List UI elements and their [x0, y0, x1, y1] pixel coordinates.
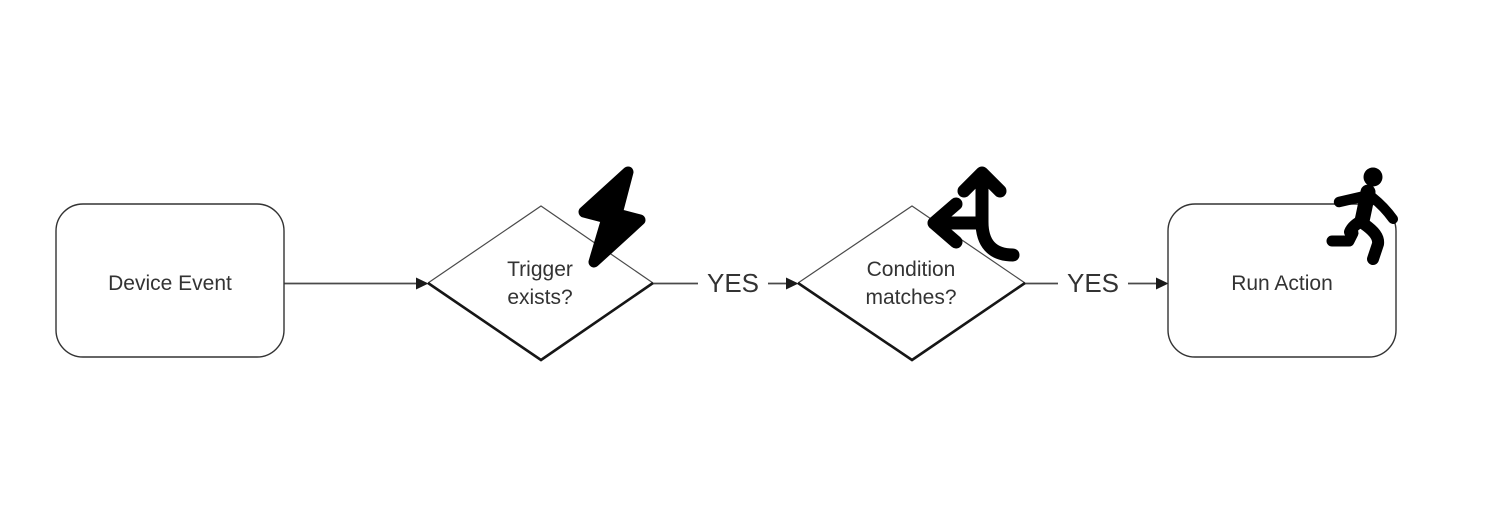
arrowhead-icon — [786, 277, 799, 290]
node-run-action-label: Run Action — [1231, 272, 1333, 295]
arrowhead-icon — [1156, 277, 1169, 290]
node-device-event-label: Device Event — [108, 272, 232, 295]
edge-label-yes-2: YES — [1057, 268, 1129, 298]
running-person-icon — [1326, 167, 1398, 265]
arrowhead-icon — [416, 277, 429, 290]
node-condition-matches-label: Condition matches? — [865, 258, 957, 309]
edge-device-event-to-trigger — [284, 277, 429, 290]
node-trigger-exists-label: Trigger exists? — [507, 258, 573, 309]
lightning-bolt-icon — [578, 166, 646, 268]
node-condition-matches-shape — [797, 205, 1026, 362]
node-device-event-shape — [55, 203, 285, 358]
split-arrows-icon — [927, 166, 1020, 262]
edge-label-yes-1: YES — [697, 268, 769, 298]
